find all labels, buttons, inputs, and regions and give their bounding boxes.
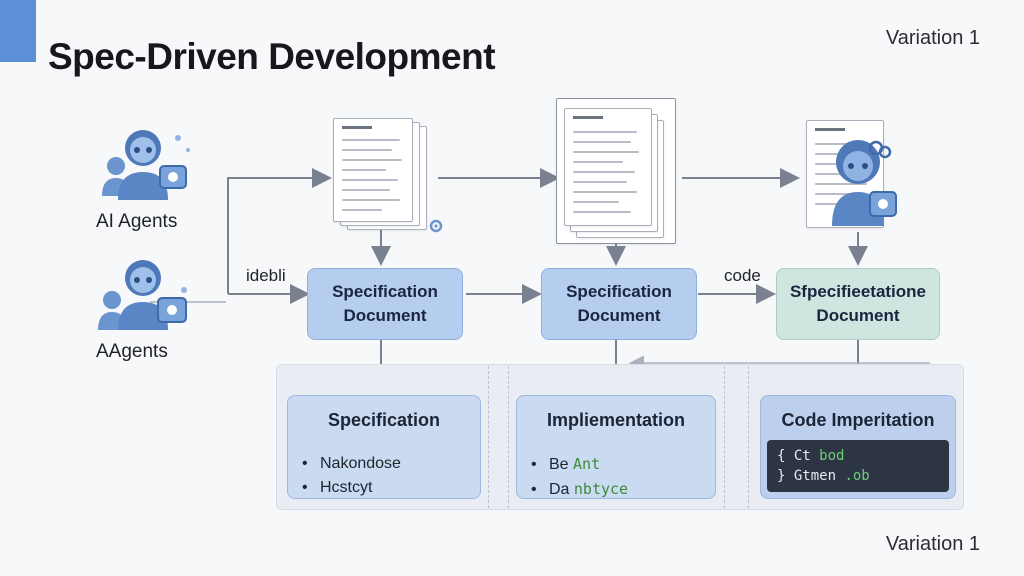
card-title: Code Imperitation — [781, 410, 935, 430]
ai-agent-icon — [832, 140, 897, 226]
list-item: •Be Ant — [531, 455, 601, 473]
implementation-card[interactable]: Impliementation •Be Ant •Da nbtyce — [516, 395, 716, 499]
agents-label-bottom: A​Agents — [96, 341, 168, 362]
title-accent-bar — [0, 0, 36, 62]
list-item: •Nakondose — [302, 455, 401, 472]
group-divider — [748, 366, 749, 508]
code-line: { Ct bod — [777, 448, 845, 464]
code-implementation-card[interactable]: Code Imperitation { Ct bod } Gtmen .ob — [760, 395, 956, 499]
code-line: } Gtmen .ob — [777, 468, 870, 484]
document-stack-icon — [556, 98, 680, 246]
specification-card[interactable]: Specification •Nakondose •Hcstcyt — [287, 395, 481, 499]
agents-label-top: AI Agents — [96, 211, 178, 232]
page-title: Spec-Driven Development — [48, 36, 496, 77]
group-divider — [724, 366, 725, 508]
card-list: •Be Ant •Da nbtyce — [531, 452, 628, 502]
document-stack-icon — [333, 118, 433, 234]
specification-document-2[interactable]: Specification Document — [541, 268, 697, 340]
card-list: •Nakondose •Hcstcyt — [302, 452, 401, 500]
edge-label-left: idebli — [246, 266, 286, 285]
ai-agent-icon — [102, 130, 190, 200]
code-snippet-panel: { Ct bod } Gtmen .ob — [767, 440, 949, 492]
variation-label-top: Variation 1 — [885, 27, 980, 49]
specification-document-3[interactable]: Sfpecifieetatione Document — [776, 268, 940, 340]
card-title: Specification — [327, 410, 441, 430]
list-item: •Hcstcyt — [302, 479, 373, 496]
card-title: Impliementation — [546, 410, 685, 430]
variation-label-bottom: Variation 1 — [885, 533, 980, 555]
group-divider — [488, 366, 489, 508]
specification-document-1[interactable]: Specification Document — [307, 268, 463, 340]
arrow-agents-to-doc1 — [227, 168, 332, 294]
edge-label-code: code — [724, 266, 761, 285]
gear-icon — [429, 219, 443, 233]
list-item: •Da nbtyce — [531, 480, 629, 498]
group-divider — [508, 366, 509, 508]
ai-agent-icon — [98, 260, 187, 330]
